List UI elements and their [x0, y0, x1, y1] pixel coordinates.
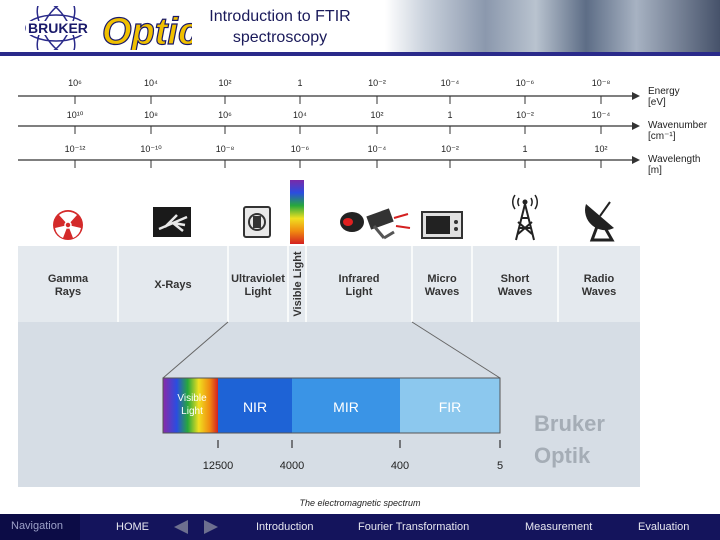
heat-lamp-icon [340, 208, 411, 240]
ir-tick-label: 400 [391, 460, 409, 472]
ir-tick-label: 4000 [280, 460, 304, 472]
energy-tick-label: 10⁻⁴ [441, 78, 460, 88]
figure-caption: The electromagnetic spectrum [299, 498, 421, 508]
energy-tick-label: 10⁶ [68, 78, 82, 88]
ir-segment-nir [218, 378, 292, 433]
satellite-dish-icon [585, 201, 615, 242]
wavelength-tick-label: 10⁻⁶ [291, 144, 310, 154]
microwave-oven-icon [421, 211, 463, 239]
ir-segment-label: NIR [243, 399, 267, 415]
ir-segment-mir [292, 378, 400, 433]
wavelength-tick-label: 1 [522, 144, 527, 154]
uv-lamp-icon [243, 206, 271, 238]
ir-segment-label: Visible [177, 393, 207, 404]
wavelength-tick-label: 10⁻⁴ [368, 144, 387, 154]
wavenumber-tick-label: 10⁸ [144, 110, 158, 120]
radio-tower-icon [512, 194, 538, 241]
nav-introduction-link[interactable]: Introduction [256, 521, 314, 533]
wavelength-tick-label: 10⁻² [441, 144, 459, 154]
nav-evaluation-link[interactable]: Evaluation [638, 521, 690, 533]
wavelength-tick-label: 10² [594, 144, 607, 154]
energy-tick-label: 10² [218, 78, 231, 88]
watermark-bruker: Bruker [534, 411, 605, 436]
band-label-ultraviolet-light: Light [245, 286, 272, 298]
energy-tick-label: 10⁻² [368, 78, 386, 88]
radiation-icon [53, 210, 83, 240]
nav-fourier-transformation-link[interactable]: Fourier Transformation [358, 521, 470, 533]
band-label-gamma-rays: Gamma [48, 273, 89, 285]
page-title: Introduction to FTIR spectroscopy [209, 8, 351, 46]
navigation-label-box: Navigation [0, 514, 80, 540]
energy-tick-label: 10⁻⁶ [516, 78, 535, 88]
wavelength-tick-label: 10⁻¹⁰ [140, 144, 162, 154]
energy-tick-label: 10⁴ [144, 78, 158, 88]
ir-segment-label: FIR [439, 399, 462, 415]
header-divider [0, 52, 720, 56]
rainbow-spectrum-icon [290, 180, 304, 244]
wavelength-tick-label: 10⁻¹² [65, 144, 86, 154]
wavelength-axis-label: Wavelength[m] [648, 154, 701, 176]
band-label-radio-waves: Waves [582, 286, 616, 298]
wavenumber-tick-label: 10⁻⁴ [592, 110, 611, 120]
band-row-background [18, 246, 640, 322]
wavenumber-tick-label: 10⁶ [218, 110, 232, 120]
ir-tick-label: 5 [497, 460, 503, 472]
band-label-short-waves: Waves [498, 286, 532, 298]
bruker-optics-logo: BRUKER Optics [25, 6, 192, 50]
band-label-x-rays: X-Rays [154, 279, 191, 291]
ir-tick-label: 12500 [203, 460, 234, 472]
next-arrow-icon[interactable] [204, 520, 218, 534]
energy-axis-label: Energy[eV] [648, 86, 680, 108]
bottom-navigation-bar: Navigation HOME Introduction Fourier Tra… [0, 514, 720, 540]
band-label-infrared-light: Infrared [339, 273, 380, 285]
band-label-radio-waves: Radio [584, 273, 615, 285]
ir-segment-label: Light [181, 406, 203, 417]
wavenumber-tick-label: 10² [370, 110, 383, 120]
ir-detail-border [162, 377, 501, 434]
wavenumber-tick-label: 10⁻² [516, 110, 534, 120]
band-label-short-waves: Short [501, 273, 530, 285]
wavenumber-tick-label: 10⁴ [293, 110, 307, 120]
previous-arrow-icon[interactable] [174, 520, 188, 534]
ir-segment-label: MIR [333, 399, 359, 415]
xray-hand-icon [153, 207, 191, 237]
zoom-line-right [411, 321, 501, 379]
energy-tick-label: 10⁻⁸ [592, 78, 611, 88]
band-label-ultraviolet-light: Ultraviolet [231, 273, 285, 285]
svg-text:Optics: Optics [102, 11, 192, 50]
header-photo-banner [385, 0, 720, 52]
wavenumber-tick-label: 1 [447, 110, 452, 120]
nav-home-link[interactable]: HOME [116, 521, 149, 533]
band-label-infrared-light: Light [346, 286, 373, 298]
svg-text:BRUKER: BRUKER [28, 20, 88, 36]
band-label-visible-light: Visible Light [292, 251, 304, 317]
navigation-label: Navigation [11, 520, 63, 532]
electromagnetic-spectrum-diagram: 10⁶ 10⁴ 10² 1 10⁻² 10⁻⁴ 10⁻⁶ 10⁻⁸ 10¹⁰ 10⁸ 10⁶ 10⁴ 1… [18, 70, 640, 487]
ir-segment-fir [400, 378, 500, 433]
band-label-micro-waves: Waves [425, 286, 459, 298]
band-label-micro-waves: Micro [427, 273, 457, 285]
header: BRUKER Optics Introduction to FTIR spect… [0, 0, 720, 56]
zoom-line-left [162, 321, 229, 379]
nav-measurement-link[interactable]: Measurement [525, 521, 593, 533]
wavenumber-axis-label: Wavenumber[cm⁻¹] [648, 120, 708, 142]
wavelength-tick-label: 10⁻⁸ [216, 144, 235, 154]
band-label-gamma-rays: Rays [55, 286, 81, 298]
wavenumber-tick-label: 10¹⁰ [67, 110, 84, 120]
ir-segment-visible-light [163, 378, 218, 433]
energy-tick-label: 1 [297, 78, 302, 88]
scale-ticks: 10⁶ 10⁴ 10² 1 10⁻² 10⁻⁴ 10⁻⁶ 10⁻⁸ 10¹⁰ 10⁸ 10⁶ 10⁴ 1… [65, 78, 611, 168]
watermark-optik: Optik [534, 443, 591, 468]
